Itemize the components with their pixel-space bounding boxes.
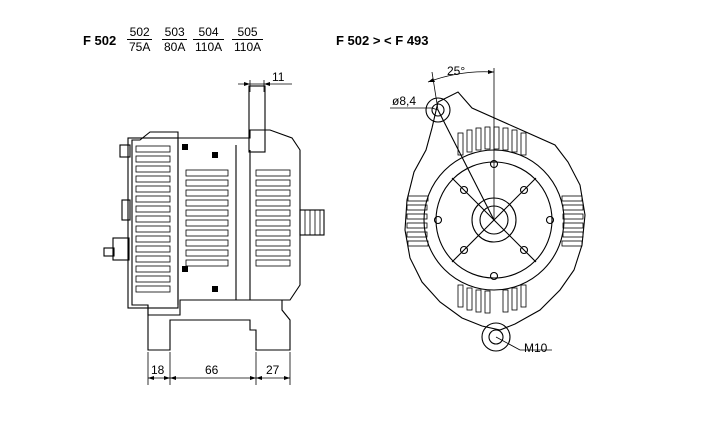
variant-rating: 75A — [129, 40, 151, 54]
thread-label: M10 — [524, 341, 548, 355]
supersession-label: F 502 > < F 493 — [336, 33, 429, 48]
front-view — [390, 68, 586, 352]
mounting-foot — [147, 300, 291, 351]
model-label: F 502 — [83, 33, 117, 48]
variant-code: 502 — [127, 25, 153, 40]
shaft — [299, 209, 325, 236]
variant-505: 505 110A — [232, 25, 264, 54]
dim-top-label: 11 — [272, 70, 285, 84]
stator-fins — [185, 169, 229, 267]
front-fins — [406, 126, 584, 314]
dim-bottom-right: 27 — [266, 363, 280, 377]
mount-ear-bottom — [481, 322, 511, 352]
variant-504: 504 110A — [193, 25, 225, 54]
variant-code: 504 — [193, 25, 225, 40]
variant-code: 503 — [162, 25, 188, 40]
dim-bottom-left: 18 — [151, 363, 165, 377]
terminal-stud — [248, 85, 266, 153]
connector-upper — [119, 144, 131, 158]
rear-fins — [135, 145, 171, 293]
connector-pin — [103, 247, 115, 257]
front-fins — [255, 169, 291, 267]
variant-rating: 110A — [195, 40, 223, 54]
hole-diameter-label: ø8,4 — [392, 94, 417, 108]
connector-mid — [121, 199, 131, 221]
angle-label: 25° — [447, 64, 466, 78]
mount-ear-top — [425, 97, 451, 123]
dim-bottom-mid: 66 — [205, 363, 219, 377]
side-view — [103, 80, 325, 385]
variant-rating: 80A — [164, 40, 186, 54]
variant-502: 502 75A — [127, 25, 153, 54]
rear-cover — [127, 137, 179, 309]
housing-outline — [404, 91, 586, 331]
variant-code: 505 — [232, 25, 264, 40]
variant-503: 503 80A — [162, 25, 188, 54]
variant-rating: 110A — [234, 40, 262, 54]
connector-lower — [112, 237, 130, 261]
